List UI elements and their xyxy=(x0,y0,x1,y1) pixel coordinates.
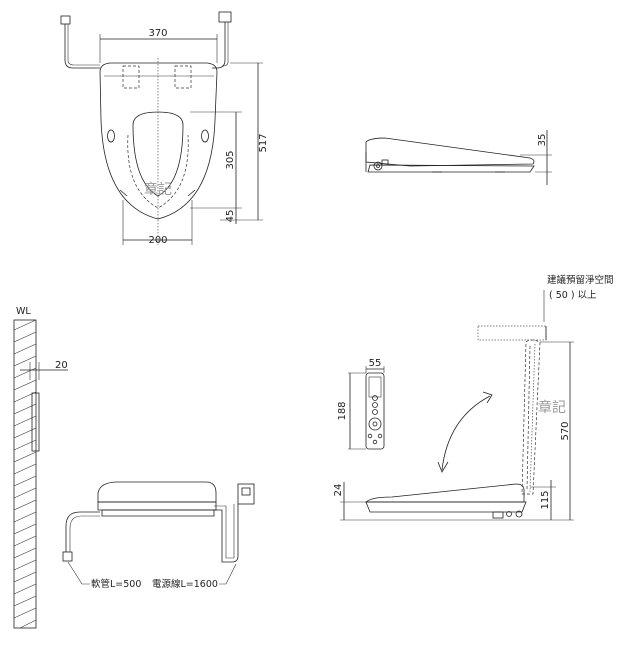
watermark: 章記 xyxy=(144,181,172,198)
dim-height-label: 35 xyxy=(537,134,548,147)
right-supply-pipe xyxy=(212,22,226,69)
hose-label: 軟管L=500 xyxy=(91,578,141,590)
watermark-open: 章記 xyxy=(538,399,566,416)
plug-icon xyxy=(237,483,255,505)
dim-seat-label-open: 24 xyxy=(333,484,344,497)
dim-width-label: 370 xyxy=(148,28,167,39)
left-bumper xyxy=(107,129,115,143)
rear-fixing-left xyxy=(122,65,140,89)
cord-label: 電源線L=1600 xyxy=(152,578,218,590)
remote-dial xyxy=(368,417,382,431)
hinge-circle xyxy=(373,161,383,171)
remote-body xyxy=(365,372,385,450)
seat-body xyxy=(97,481,217,503)
dim-bottom-label: 200 xyxy=(148,235,167,246)
closed-seat xyxy=(364,483,525,503)
raised-lid xyxy=(521,339,541,495)
remote-dim-width: 55 xyxy=(369,358,382,369)
right-valve-icon xyxy=(218,11,232,23)
wall-remote-holder xyxy=(31,392,40,452)
wall-section xyxy=(13,319,37,629)
remote-control: 55 188 xyxy=(337,358,385,450)
dim-offset-label: 20 xyxy=(55,360,68,371)
rear-fixing-right xyxy=(174,65,192,89)
wall-label: WL xyxy=(16,306,31,317)
dim-length-label: 517 xyxy=(258,133,269,152)
hose-line xyxy=(65,511,100,552)
dim-base-label: 115 xyxy=(540,490,551,509)
rotation-arrow xyxy=(441,395,491,471)
remote-dim-height: 188 xyxy=(337,401,348,420)
dim-open-label: 570 xyxy=(560,421,571,440)
left-supply-pipe xyxy=(64,24,100,69)
clearance-note-line1: 建議預留淨空間 xyxy=(547,274,614,286)
lid-side-profile xyxy=(365,137,535,167)
left-valve-icon xyxy=(60,15,71,25)
seat-outline xyxy=(99,62,218,220)
clearance-box xyxy=(477,325,547,341)
dim-rear-label: 45 xyxy=(225,210,236,223)
wall-view: WL 20 xyxy=(13,306,255,629)
dim-seat-label: 305 xyxy=(225,150,236,169)
right-bumper xyxy=(201,129,209,143)
side-view-closed: 35 xyxy=(365,130,552,185)
clearance-note-line2: ( 50 ) 以上 xyxy=(549,290,597,301)
side-view-open: 建議預留淨空間 ( 50 ) 以上 24 570 115 章記 xyxy=(333,274,614,521)
power-cord xyxy=(214,504,239,563)
seat-opening xyxy=(132,111,184,197)
top-view: 370 517 305 45 200 章記 xyxy=(60,11,269,246)
